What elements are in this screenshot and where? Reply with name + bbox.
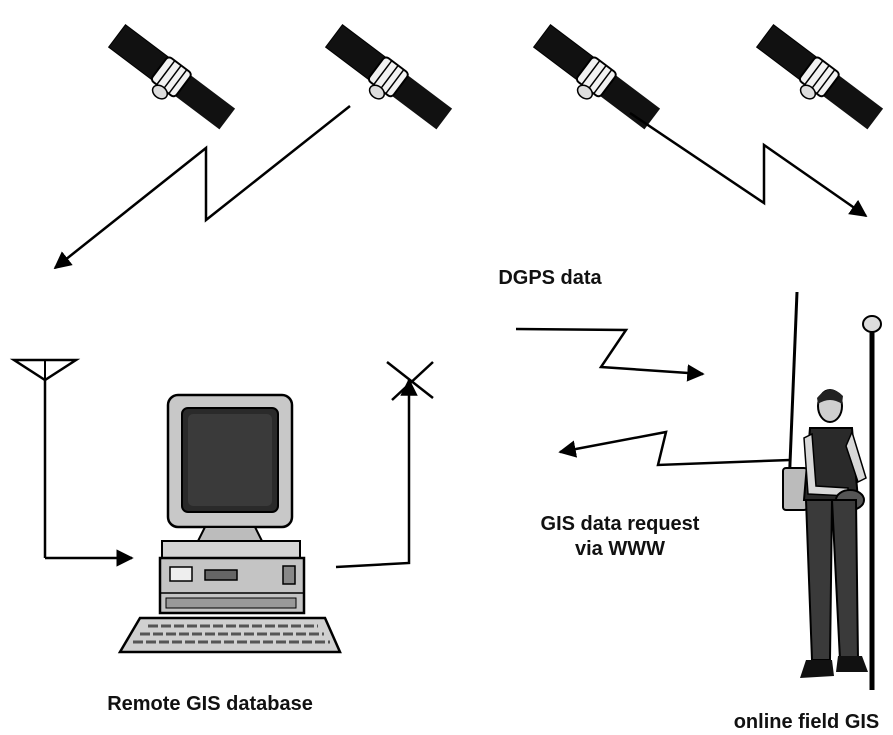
satellite-1-icon (101, 22, 238, 140)
gis-request-label: GIS data request via WWW (520, 512, 720, 562)
request-link-arrow (558, 430, 791, 467)
remote-gis-database-label: Remote GIS database (107, 693, 313, 715)
transmitting-antenna-icon (335, 361, 434, 569)
online-field-gis-label: online field GIS (733, 711, 880, 733)
field-surveyor-icon (782, 291, 882, 690)
satellite-4-icon (749, 22, 886, 140)
computer-icon (117, 393, 342, 654)
dgps-link-arrow (515, 327, 705, 382)
receiving-antenna-icon (9, 358, 134, 567)
dgps-data-label: DGPS data (498, 267, 602, 289)
gis-request-line-2: via WWW (575, 538, 665, 560)
satellite-signal-right-arrow (629, 111, 868, 218)
satellite-signal-left-arrow (53, 105, 351, 270)
gis-request-line-1: GIS data request (540, 513, 700, 535)
satellite-2-icon (318, 22, 455, 140)
